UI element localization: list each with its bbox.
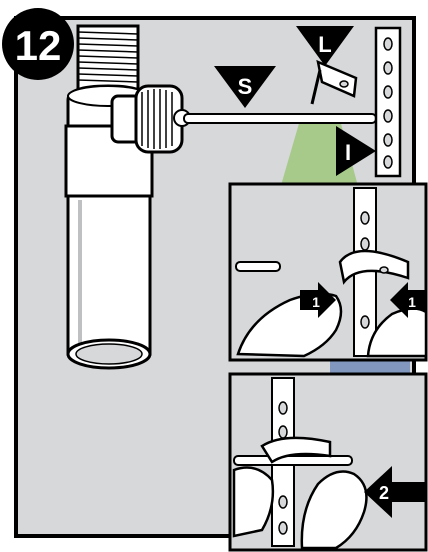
svg-text:I: I [345,140,351,165]
svg-text:S: S [238,74,253,99]
detail-panel-2: 2 [230,374,426,550]
pivot-nut [112,86,190,152]
clevis-strap [376,28,400,176]
pivot-rod [184,114,376,123]
svg-text:1: 1 [408,294,416,310]
detail-panel-1: 1 1 [230,184,426,360]
svg-text:L: L [318,32,331,57]
svg-text:12: 12 [15,22,62,69]
tailpiece-pipe [66,26,152,368]
svg-text:2: 2 [379,483,389,503]
svg-text:1: 1 [312,294,320,310]
step-number-badge: 12 [2,8,74,80]
